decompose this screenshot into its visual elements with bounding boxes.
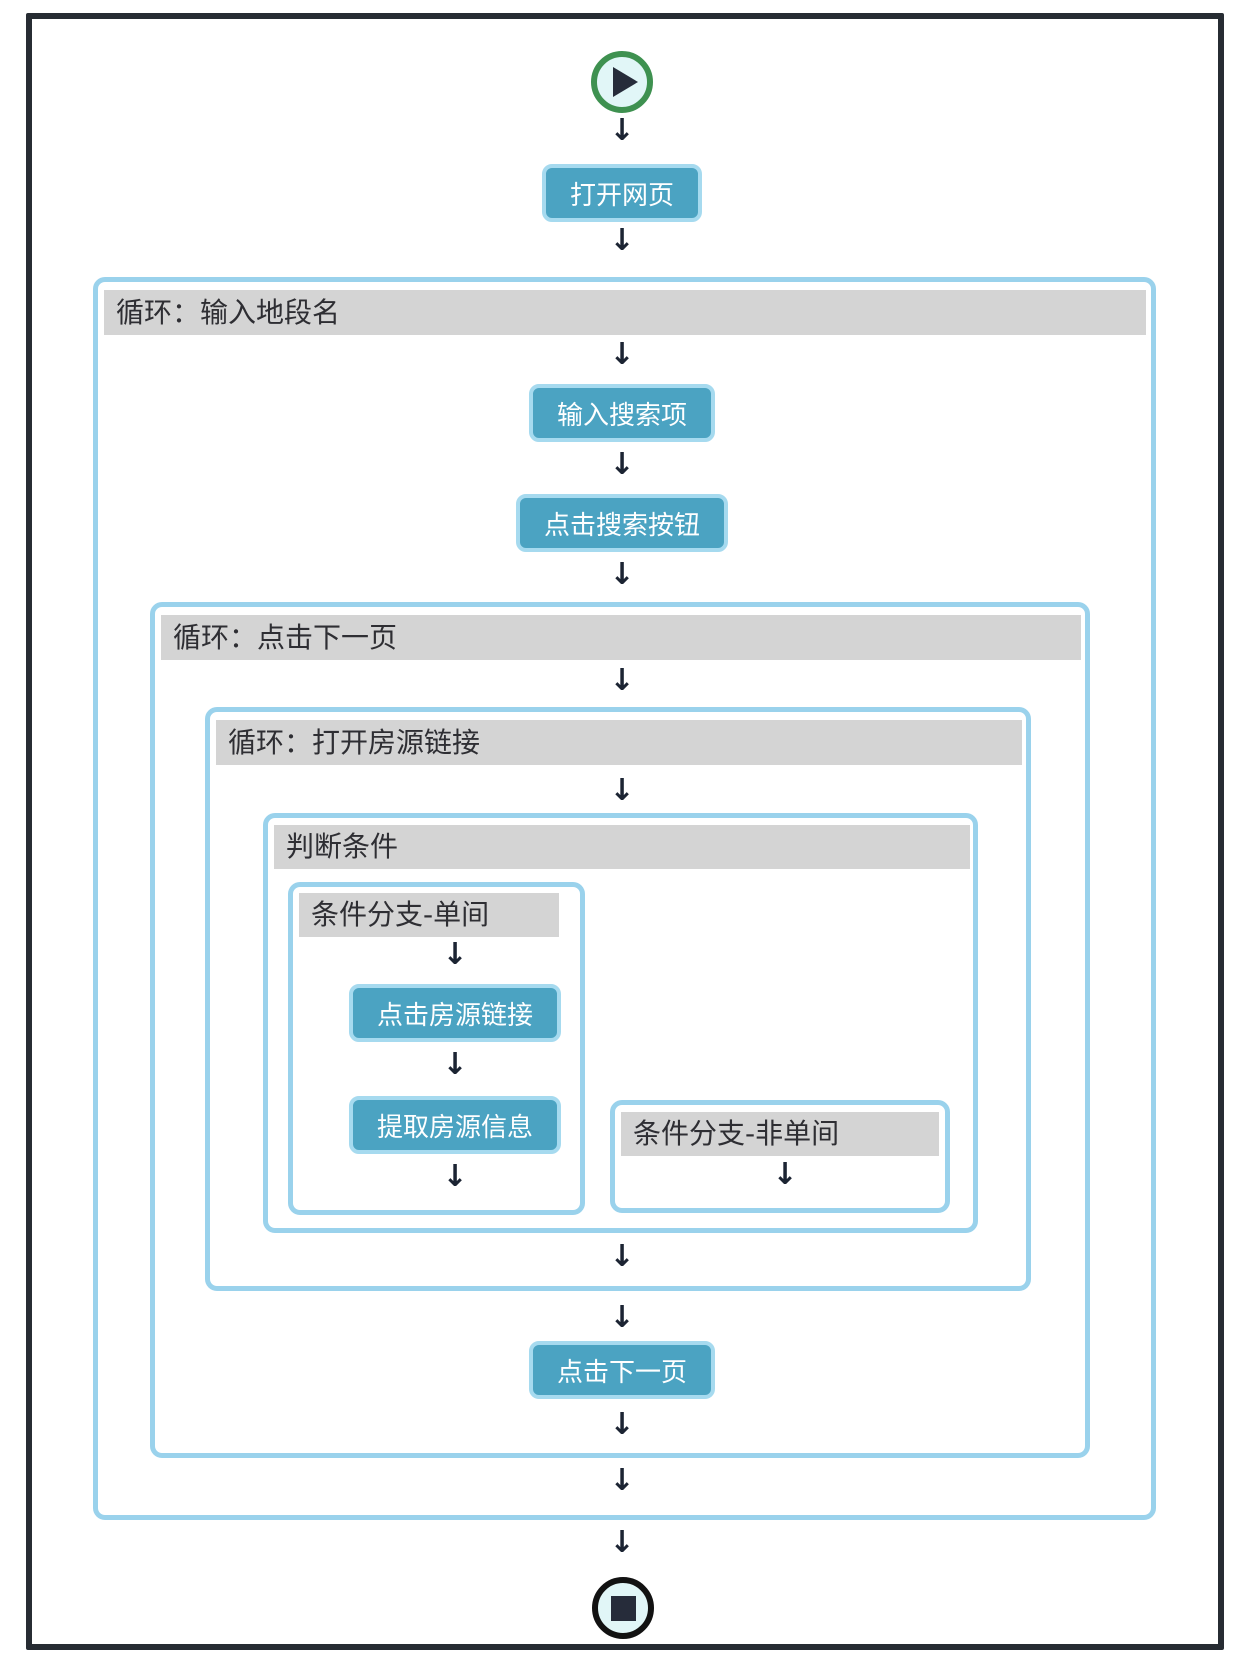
down-arrow-icon: ↓ <box>442 1159 468 1194</box>
down-arrow-icon: ↓ <box>442 937 468 972</box>
branch-container-not-single-room[interactable] <box>610 1100 950 1213</box>
step-click-next-page-button[interactable]: 点击下一页 <box>528 1341 716 1399</box>
branch-header-not-single-room[interactable]: 条件分支-非单间 <box>621 1112 939 1156</box>
condition-container[interactable] <box>263 813 978 1233</box>
step-open-page-button[interactable]: 打开网页 <box>541 164 703 222</box>
down-arrow-icon: ↓ <box>609 1239 635 1274</box>
loop-header-open-listing-links[interactable]: 循环：打开房源链接 <box>216 720 1022 765</box>
play-icon <box>612 67 638 97</box>
down-arrow-icon: ↓ <box>609 773 635 808</box>
loop-container-open-listing-links[interactable] <box>205 707 1031 1291</box>
down-arrow-icon: ↓ <box>442 1047 468 1082</box>
down-arrow-icon: ↓ <box>609 1300 635 1335</box>
stop-icon <box>610 1595 636 1621</box>
down-arrow-icon: ↓ <box>609 337 635 372</box>
loop-container-input-district[interactable] <box>93 277 1156 1520</box>
loop-header-input-district[interactable]: 循环：输入地段名 <box>104 290 1146 335</box>
down-arrow-icon: ↓ <box>609 113 635 148</box>
end-node[interactable] <box>592 1577 654 1639</box>
start-node[interactable] <box>591 51 653 113</box>
down-arrow-icon: ↓ <box>772 1157 798 1192</box>
loop-container-click-next-page[interactable] <box>150 602 1090 1458</box>
down-arrow-icon: ↓ <box>609 663 635 698</box>
branch-header-single-room[interactable]: 条件分支-单间 <box>299 893 559 937</box>
down-arrow-icon: ↓ <box>609 557 635 592</box>
step-input-search-button[interactable]: 输入搜索项 <box>528 384 716 442</box>
step-extract-listing-info-button[interactable]: 提取房源信息 <box>348 1096 562 1154</box>
down-arrow-icon: ↓ <box>609 447 635 482</box>
loop-header-click-next-page[interactable]: 循环：点击下一页 <box>161 615 1081 660</box>
condition-header[interactable]: 判断条件 <box>274 825 970 869</box>
step-click-listing-link-button[interactable]: 点击房源链接 <box>348 984 562 1042</box>
down-arrow-icon: ↓ <box>609 1525 635 1560</box>
down-arrow-icon: ↓ <box>609 1407 635 1442</box>
step-click-search-button[interactable]: 点击搜索按钮 <box>515 494 729 552</box>
down-arrow-icon: ↓ <box>609 223 635 258</box>
down-arrow-icon: ↓ <box>609 1463 635 1498</box>
branch-container-single-room[interactable] <box>288 882 585 1215</box>
